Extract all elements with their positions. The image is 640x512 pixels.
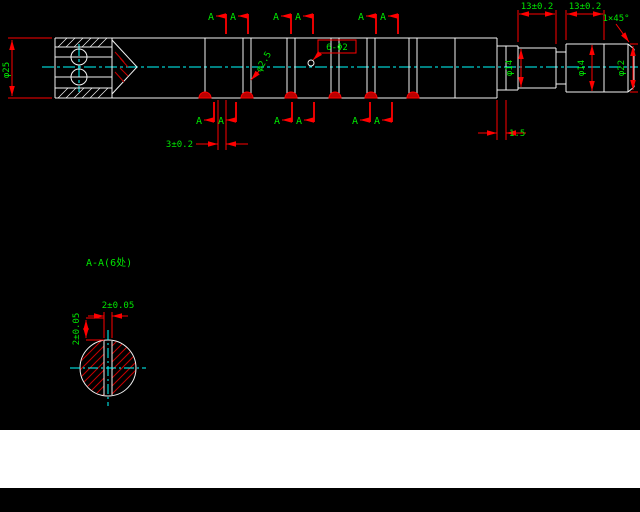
slot-depth-label: 2±0.05 [72,313,82,346]
groove-width-label: 3±0.2 [166,140,193,150]
section-marker-bottom-5: A [352,116,358,127]
length-right-label: 13±0.2 [569,2,602,12]
section-marker-bottom-4: A [296,116,302,127]
hole-callout-label: 6-Φ2 [326,43,348,53]
slot-width-label: 2±0.05 [102,301,135,311]
centerline [42,44,638,92]
length-left-label: 13±0.2 [521,2,554,12]
shaft-front-view: φ25 A A A A A A A A A A A A 6-Φ2 φ2.5 3±… [2,2,638,150]
dia14-left-label: φ14 [505,60,515,76]
section-dimensions [83,312,128,341]
section-centerline [70,330,146,406]
section-marker-top-6: A [380,12,386,23]
section-marker-top-1: A [208,12,214,23]
relief-width-label: 1.5 [509,129,525,139]
section-marker-bottom-1: A [196,116,202,127]
bottom-bar [0,488,640,512]
section-marker-bottom-3: A [274,116,280,127]
dimension-lines [8,10,638,150]
section-title: A-A(6处) [86,257,132,269]
cross-hole-notches [198,91,420,99]
section-marker-top-5: A [358,12,364,23]
cone-hatch [114,51,129,83]
section-view: A-A(6处) [70,257,146,406]
section-marker-top-4: A [295,12,301,23]
section-marker-top-3: A [273,12,279,23]
section-marker-bottom-2: A [218,116,224,127]
chamfer-label: 1×45° [602,14,629,24]
dia22-label: φ22 [617,60,627,76]
command-line-panel[interactable] [0,430,640,488]
section-marker-bottom-6: A [374,116,380,127]
shaft-outline [54,37,635,99]
dim-dia25-label: φ25 [2,62,12,78]
section-marker-top-2: A [230,12,236,23]
groove-dia-label: φ2.5 [255,50,275,74]
dia14-right-label: φ14 [577,60,587,76]
left-block-hatch [57,37,109,99]
